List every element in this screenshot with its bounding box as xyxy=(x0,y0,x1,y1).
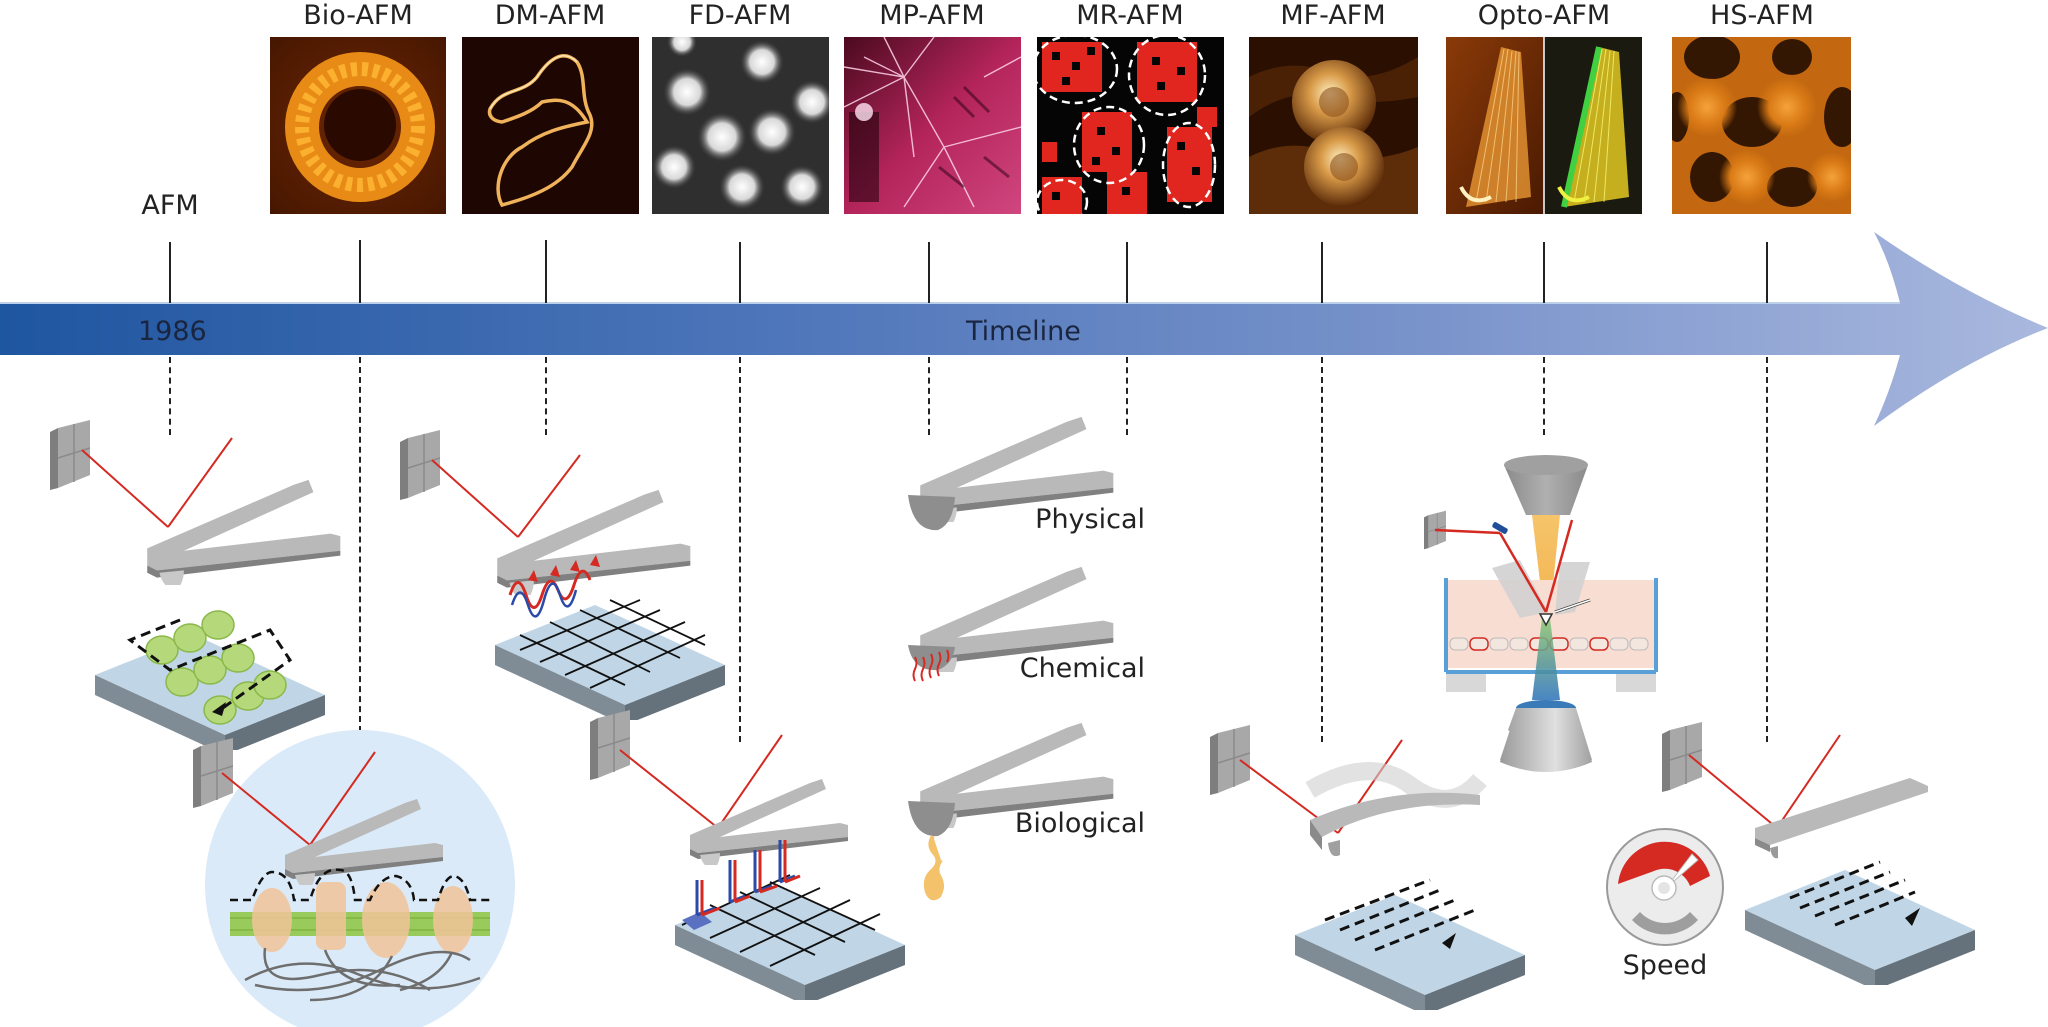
dropline-bio-afm xyxy=(359,357,361,742)
mf-afm-schematic xyxy=(1210,725,1525,1010)
tick-afm xyxy=(169,242,171,303)
tick-opto-afm xyxy=(1543,242,1545,303)
label-bio-afm: Bio-AFM xyxy=(303,0,413,31)
tick-mf-afm xyxy=(1321,242,1323,303)
tick-fd-afm xyxy=(739,242,741,303)
label-fd-afm: FD-AFM xyxy=(688,0,792,31)
dropline-fd-afm xyxy=(739,357,741,742)
tip-type-biological: Biological xyxy=(1014,808,1145,839)
label-mf-afm: MF-AFM xyxy=(1280,0,1386,31)
dropline-opto-afm xyxy=(1543,357,1545,435)
label-dm-afm: DM-AFM xyxy=(494,0,606,31)
afm-schematic xyxy=(50,420,341,750)
year-1986: 1986 xyxy=(138,316,207,347)
mf-afm-image xyxy=(1249,37,1418,214)
tip-biological xyxy=(908,722,1114,901)
dropline-dm-afm xyxy=(545,357,547,435)
mr-afm-image xyxy=(1037,37,1224,214)
dm-afm-schematic xyxy=(400,430,725,720)
tip-type-physical: Physical xyxy=(1035,504,1145,535)
tip-physical xyxy=(908,416,1114,531)
label-opto-afm: Opto-AFM xyxy=(1477,0,1611,31)
fd-afm-schematic xyxy=(590,710,905,1000)
fd-afm-image xyxy=(652,37,829,214)
mp-afm-tips xyxy=(908,416,1114,901)
timeline-arrow xyxy=(0,232,2048,432)
tick-dm-afm xyxy=(545,240,547,303)
dropline-mp-afm xyxy=(928,357,930,435)
tick-hs-afm xyxy=(1766,242,1768,303)
hs-afm-image xyxy=(1672,37,1851,214)
dm-afm-image xyxy=(462,37,639,214)
tip-type-chemical: Chemical xyxy=(1019,653,1145,684)
label-mp-afm: MP-AFM xyxy=(879,0,985,31)
label-afm: AFM xyxy=(141,190,199,221)
speedometer-icon xyxy=(1604,826,1726,948)
hs-afm-schematic xyxy=(1662,722,1975,985)
label-hs-afm: HS-AFM xyxy=(1710,0,1814,31)
label-mr-afm: MR-AFM xyxy=(1076,0,1184,31)
bio-afm-schematic xyxy=(193,730,515,1027)
dropline-mr-afm xyxy=(1126,357,1128,435)
dropline-afm xyxy=(169,357,171,435)
bio-afm-image xyxy=(270,37,446,214)
dropline-hs-afm xyxy=(1766,357,1768,742)
tip-chemical xyxy=(908,566,1114,682)
tick-mr-afm xyxy=(1126,242,1128,303)
dropline-mf-afm xyxy=(1321,357,1323,742)
opto-afm-image xyxy=(1446,37,1642,214)
timeline-label: Timeline xyxy=(966,316,1081,347)
speed-label: Speed xyxy=(1622,950,1708,981)
tick-mp-afm xyxy=(928,242,930,303)
opto-afm-schematic xyxy=(1424,455,1658,772)
mp-afm-image xyxy=(844,37,1021,214)
tick-bio-afm xyxy=(359,240,361,303)
